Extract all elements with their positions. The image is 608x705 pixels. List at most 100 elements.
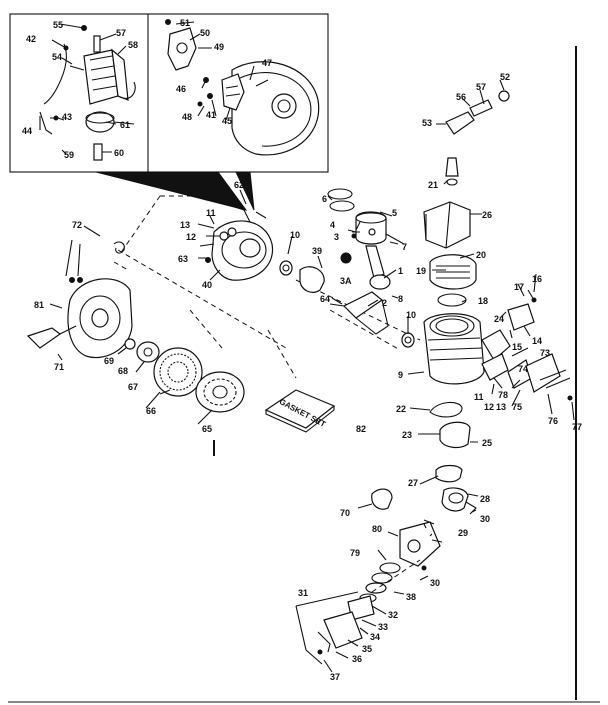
- piston-ring: [329, 200, 355, 212]
- callout-55: 55: [53, 20, 63, 30]
- callout-18: 18: [478, 296, 488, 306]
- callout-38: 38: [406, 592, 416, 602]
- callout-11-lower: 11: [474, 392, 484, 402]
- callout-68: 68: [118, 366, 128, 376]
- callout-30: 30: [480, 514, 490, 524]
- callout-51: 51: [180, 18, 190, 28]
- callout-69: 69: [104, 356, 114, 366]
- callout-10: 10: [290, 230, 300, 240]
- callout-71: 71: [54, 362, 64, 372]
- callout-43: 43: [62, 112, 72, 122]
- carb-boot: [439, 421, 471, 449]
- callout-63: 63: [178, 254, 188, 264]
- callout-13: 13: [180, 220, 190, 230]
- callout-75: 75: [512, 402, 522, 412]
- callout-58: 58: [128, 40, 138, 50]
- crank-bearing: [340, 252, 352, 264]
- callout-4: 4: [330, 220, 335, 230]
- callout-44: 44: [22, 126, 32, 136]
- callout-45: 45: [222, 116, 232, 126]
- callout-50: 50: [200, 28, 210, 38]
- callout-labels: 55 42 54 57 58 43 44 61 59 60 51 50 49 4…: [22, 18, 582, 682]
- callout-3: 3: [334, 232, 339, 242]
- stator-plate-assembly: [165, 19, 320, 156]
- callout-28: 28: [480, 494, 490, 504]
- callout-2: 2: [382, 298, 387, 308]
- head-gasket: [437, 293, 467, 307]
- callout-16: 16: [532, 274, 542, 284]
- callout-77: 77: [572, 422, 582, 432]
- connecting-rod: [365, 245, 385, 279]
- callout-6: 6: [322, 194, 327, 204]
- callout-29: 29: [458, 528, 468, 538]
- callout-52: 52: [500, 72, 510, 82]
- callout-62: 62: [234, 180, 244, 190]
- callout-8: 8: [398, 294, 403, 304]
- callout-79: 79: [350, 548, 360, 558]
- callout-30-lower: 30: [430, 578, 440, 588]
- piston: [355, 211, 387, 245]
- callout-22: 22: [396, 404, 406, 414]
- callout-40: 40: [202, 280, 212, 290]
- callout-31: 31: [298, 588, 308, 598]
- callout-10-lower: 10: [406, 310, 416, 320]
- callout-60: 60: [114, 148, 124, 158]
- callout-70: 70: [340, 508, 350, 518]
- callout-15: 15: [512, 342, 522, 352]
- callout-74: 74: [518, 364, 528, 374]
- callout-41: 41: [206, 110, 216, 120]
- callout-47: 47: [262, 58, 272, 68]
- callout-82: 82: [356, 424, 366, 434]
- callout-76: 76: [548, 416, 558, 426]
- callout-14: 14: [532, 336, 542, 346]
- callout-54: 54: [52, 52, 62, 62]
- callout-78: 78: [498, 390, 508, 400]
- callout-5: 5: [392, 208, 397, 218]
- callout-33: 33: [378, 622, 388, 632]
- intake-block: [525, 353, 561, 393]
- engine-core: [299, 90, 573, 449]
- callout-37: 37: [330, 672, 340, 682]
- callout-65: 65: [202, 424, 212, 434]
- piston-ring: [327, 188, 353, 200]
- callout-56: 56: [456, 92, 466, 102]
- callout-35: 35: [362, 644, 372, 654]
- crankcase-gasket: [299, 266, 325, 293]
- callout-13-lower: 13: [496, 402, 506, 412]
- callout-39: 39: [312, 246, 322, 256]
- callout-46: 46: [176, 84, 186, 94]
- callout-49: 49: [214, 42, 224, 52]
- diaphragm-cover: [323, 611, 363, 649]
- callout-25: 25: [482, 438, 492, 448]
- callout-32: 32: [388, 610, 398, 620]
- gasket-set-package: GASKET SET: [264, 389, 336, 433]
- callout-12-lower: 12: [484, 402, 494, 412]
- callout-48: 48: [182, 112, 192, 122]
- callout-17: 17: [514, 282, 524, 292]
- carb-flange: [441, 487, 469, 512]
- starter-drum: [195, 371, 245, 413]
- callout-27: 27: [408, 478, 418, 488]
- callout-67: 67: [128, 382, 138, 392]
- carburetor-group: [295, 464, 477, 665]
- callout-73: 73: [540, 348, 550, 358]
- callout-57: 57: [116, 28, 126, 38]
- starter-handle: [26, 327, 62, 349]
- leader-lines: [39, 21, 575, 673]
- callout-72: 72: [72, 220, 82, 230]
- callout-57-top: 57: [476, 82, 486, 92]
- spark-plug: [445, 157, 459, 177]
- rewind-spring-cup: [153, 347, 203, 397]
- callout-1: 1: [398, 266, 403, 276]
- callout-42: 42: [26, 34, 36, 44]
- callout-20: 20: [476, 250, 486, 260]
- callout-26: 26: [482, 210, 492, 220]
- ignition-coil-assembly: [39, 25, 136, 161]
- assembly-lines-left: [113, 195, 297, 379]
- callout-66: 66: [146, 406, 156, 416]
- reed-plate: [507, 303, 535, 331]
- ignition-detail-inset: [9, 13, 329, 173]
- choke-lever: [371, 488, 393, 510]
- callout-3a: 3A: [340, 276, 352, 286]
